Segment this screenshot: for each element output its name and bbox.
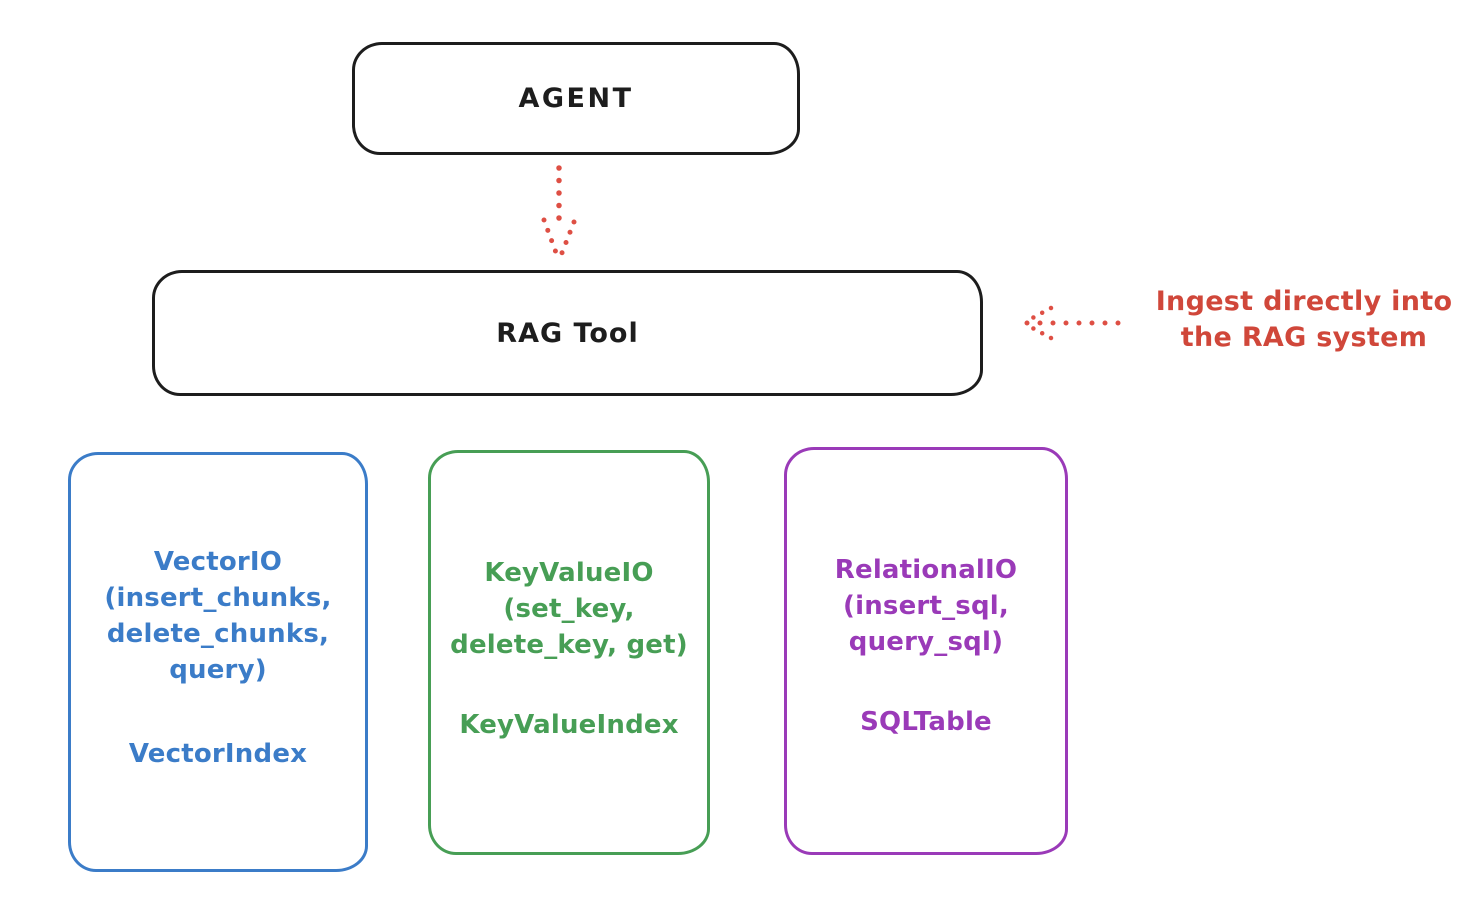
sql-table-label: SQLTable [860, 706, 992, 737]
keyvalue-index-label: KeyValueIndex [459, 709, 679, 740]
agent-label: AGENT [518, 83, 634, 114]
rag-tool-label: RAG Tool [496, 317, 639, 349]
keyvalue-io-methods: KeyValueIO (set_key, delete_key, get) [450, 558, 688, 660]
ingest-dotted-left-arrow-icon [1022, 305, 1134, 341]
vector-io-card: VectorIO (insert_chunks, delete_chunks, … [68, 452, 368, 872]
ingest-annotation: Ingest directly into the RAG system [1155, 286, 1453, 353]
keyvalue-io-card: KeyValueIO (set_key, delete_key, get) Ke… [428, 450, 710, 855]
rag-tool-node: RAG Tool [152, 270, 983, 396]
vector-io-methods: VectorIO (insert_chunks, delete_chunks, … [104, 547, 332, 685]
agent-to-rag-dotted-arrow-icon [541, 165, 577, 261]
relational-io-methods: RelationalIO (insert_sql, query_sql) [834, 555, 1018, 657]
vector-index-label: VectorIndex [128, 738, 308, 769]
agent-node: AGENT [352, 42, 800, 155]
relational-io-card: RelationalIO (insert_sql, query_sql) SQL… [784, 447, 1068, 855]
